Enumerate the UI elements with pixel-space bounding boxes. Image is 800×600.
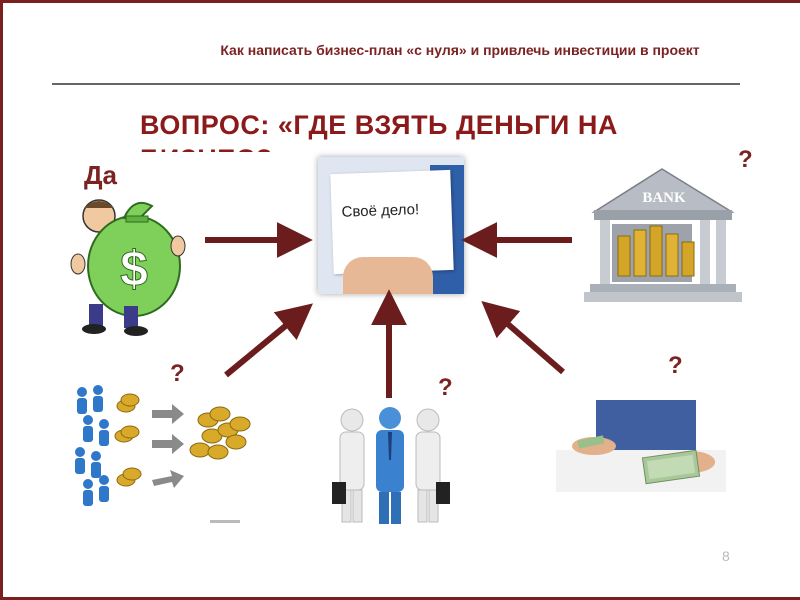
frame-bottom <box>0 597 800 600</box>
money-bag-symbol: $ <box>120 241 148 297</box>
investors-image <box>75 385 251 523</box>
frame-top <box>0 0 800 3</box>
arrow-bottom-left <box>224 303 313 378</box>
hand-shape <box>343 257 433 294</box>
question-heading: ВОПРОС: «ГДЕ ВЗЯТЬ ДЕНЬГИ НА БИЗНЕС?» <box>140 110 618 152</box>
bank-image: BANK <box>584 168 742 302</box>
frame-left <box>0 0 3 600</box>
label-yes: Да <box>84 160 117 190</box>
arrow-bottom-right <box>481 300 565 375</box>
label-loan-question: ? <box>668 352 683 379</box>
page-number: 8 <box>722 548 730 564</box>
label-investors-question: ? <box>170 360 185 387</box>
label-bank-question: ? <box>738 146 753 173</box>
partners-image <box>332 407 450 524</box>
label-partners-question: ? <box>438 374 453 401</box>
loan-image <box>556 400 726 492</box>
slide-header-title: Как написать бизнес-план «с нуля» и прив… <box>220 42 700 58</box>
money-bag-man-image: $ <box>70 199 186 336</box>
header-divider <box>52 83 740 85</box>
bank-sign: BANK <box>642 190 686 206</box>
own-business-image: Своё дело! <box>318 157 464 294</box>
